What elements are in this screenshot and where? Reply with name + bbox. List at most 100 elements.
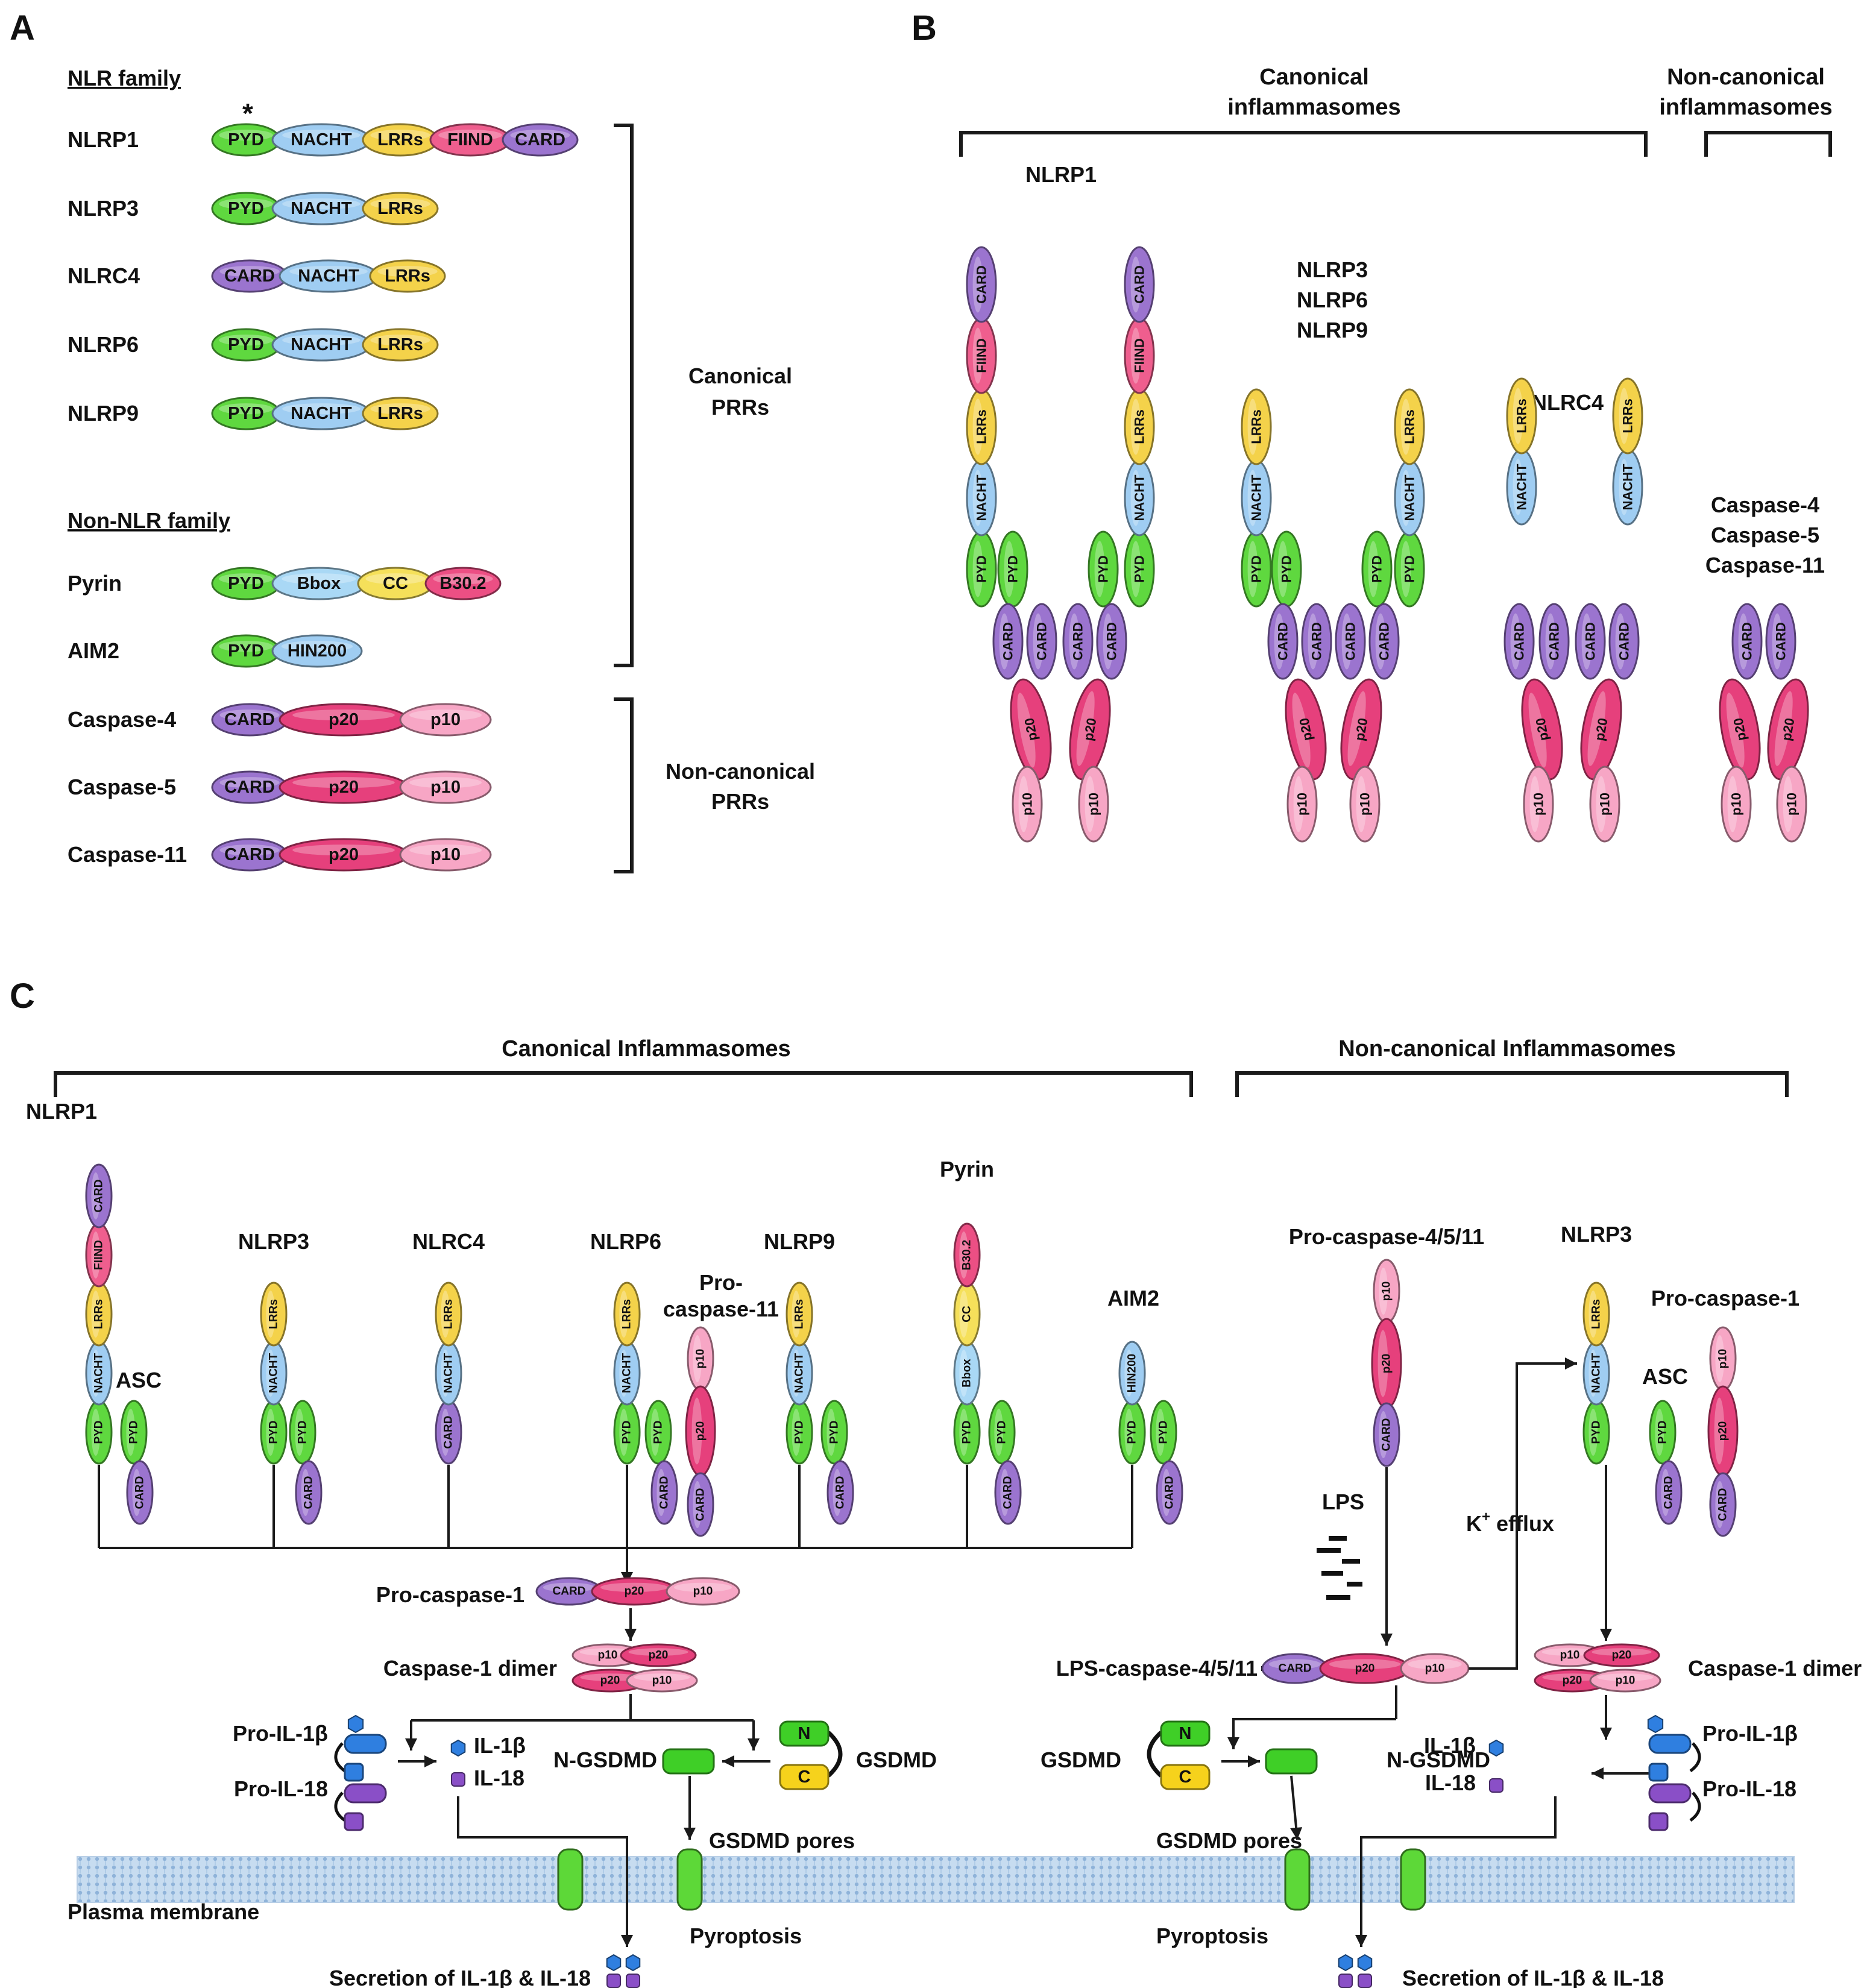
c-gsdmd-label: GSDMD bbox=[856, 1747, 937, 1772]
domain-label: p10 bbox=[1729, 793, 1744, 816]
domain-lrrs: LRRs bbox=[786, 1282, 813, 1347]
domain-card: CARD bbox=[1261, 1653, 1329, 1684]
domain-label: CARD bbox=[1381, 1418, 1393, 1452]
protein-name: NLRP3 bbox=[68, 196, 139, 221]
domain-label: PYD bbox=[1006, 555, 1021, 582]
domain-nacht: NACHT bbox=[279, 259, 379, 293]
b-canonical-header-2: inflammasomes bbox=[1227, 95, 1400, 120]
domain-p20: p20 bbox=[1580, 678, 1622, 781]
domain-p20: p20 bbox=[685, 1385, 716, 1477]
domain-p20: p20 bbox=[1340, 678, 1382, 781]
domain-label: CARD bbox=[1002, 1476, 1015, 1509]
canonical-prrs-label-1: Canonical bbox=[688, 363, 792, 388]
domain-card: CARD bbox=[535, 1577, 603, 1606]
domain-label: NACHT bbox=[93, 1353, 105, 1393]
panel-b: B Canonical inflammasomes Non-canonical … bbox=[912, 8, 1833, 843]
domain-card: CARD bbox=[1026, 603, 1057, 680]
domain-label: LRRs bbox=[1132, 409, 1147, 444]
arrow-nc-pro-il-to-mature bbox=[1592, 1767, 1654, 1779]
domain-fiind: FIIND bbox=[1124, 317, 1155, 394]
domain-label: FIIND bbox=[93, 1240, 105, 1270]
domain-lrrs: LRRs bbox=[369, 259, 446, 293]
nc-gsdmd-label: GSDMD bbox=[1041, 1747, 1121, 1772]
arrow-to-gsdmd-cleavage bbox=[748, 1720, 760, 1751]
b-noncanonical-bracket bbox=[1704, 131, 1832, 157]
domain-label: CARD bbox=[974, 265, 989, 304]
domain-label: PYD bbox=[228, 641, 264, 661]
domain-label: p20 bbox=[649, 1649, 669, 1662]
pro-cytokine-icon bbox=[1648, 1783, 1701, 1831]
protein-name: Caspase-11 bbox=[68, 842, 187, 867]
c-nlrc4-label: NLRC4 bbox=[412, 1229, 485, 1254]
arrow-k-efflux-to-nlrp3 bbox=[1469, 1357, 1577, 1670]
domain-nacht: NACHT bbox=[435, 1341, 462, 1406]
domain-label: LRRs bbox=[385, 266, 430, 286]
domain-nacht: NACHT bbox=[1612, 448, 1643, 526]
domain-label: CARD bbox=[224, 778, 275, 797]
domain-lrrs: LRRs bbox=[260, 1282, 288, 1347]
c-caspase1-dimer-label: Caspase-1 dimer bbox=[383, 1656, 557, 1681]
domain-card: CARD bbox=[1709, 1472, 1737, 1537]
b-caspase11-label: Caspase-11 bbox=[1705, 553, 1825, 577]
domain-card: CARD bbox=[1373, 1402, 1400, 1467]
secreted-il1b-icon bbox=[1357, 1954, 1373, 1972]
domain-lrrs: LRRs bbox=[1582, 1282, 1610, 1347]
asc-card: CARD bbox=[295, 1460, 323, 1525]
lps-mark bbox=[1321, 1571, 1343, 1576]
domain-label: NACHT bbox=[793, 1353, 806, 1393]
domain-label: p10 bbox=[693, 1585, 713, 1598]
nc-n-gsdmd-icon bbox=[1265, 1748, 1318, 1775]
domain-label: PYD bbox=[228, 335, 264, 354]
asc-card: CARD bbox=[1156, 1460, 1183, 1525]
domain-p10: p10 bbox=[1286, 766, 1318, 843]
domain-b30-2: B30.2 bbox=[424, 567, 502, 600]
domain-label: p10 bbox=[430, 845, 461, 864]
protein-name: NLRP6 bbox=[68, 332, 139, 357]
asc-pyd: PYD bbox=[1088, 530, 1119, 608]
domain-label: CARD bbox=[1276, 622, 1291, 661]
nc-il18-icon bbox=[1489, 1778, 1503, 1793]
domain-lrrs: LRRs bbox=[1241, 388, 1272, 465]
domain-lrrs: LRRs bbox=[362, 123, 439, 157]
domain-label: p10 bbox=[652, 1675, 672, 1687]
domain-card: CARD bbox=[211, 838, 288, 872]
domain-label: PYD bbox=[1590, 1420, 1603, 1444]
domain-card: CARD bbox=[966, 246, 997, 323]
domain-label: CARD bbox=[1309, 622, 1324, 661]
pro-cytokine-icon bbox=[334, 1783, 387, 1831]
gsdmd-c-text: C bbox=[1179, 1767, 1192, 1787]
domain-nacht: NACHT bbox=[271, 123, 371, 157]
domain-label: Bbox bbox=[961, 1359, 974, 1388]
domain-p20: p20 bbox=[279, 838, 409, 872]
domain-pyd: PYD bbox=[85, 1400, 113, 1465]
domain-p10: p10 bbox=[1349, 766, 1381, 843]
domain-label: LRRs bbox=[1620, 398, 1636, 433]
domain-label: PYD bbox=[1657, 1420, 1669, 1444]
c-il1b-label: IL-1β bbox=[474, 1733, 526, 1758]
c-pro-caspase1-label: Pro-caspase-1 bbox=[376, 1582, 524, 1607]
domain-label: FIIND bbox=[1132, 338, 1147, 373]
domain-label: LRRs bbox=[377, 335, 423, 354]
domain-label: NACHT bbox=[621, 1353, 634, 1393]
b-nlrp3-label: NLRP3 bbox=[1297, 257, 1368, 282]
domain-lrrs: LRRs bbox=[966, 388, 997, 465]
asc-pyd: PYD bbox=[1361, 530, 1393, 608]
gsdmd-pore bbox=[1400, 1848, 1426, 1911]
domain-label: CC bbox=[383, 574, 408, 593]
domain-pyd: PYD bbox=[1394, 530, 1425, 608]
domain-hin200: HIN200 bbox=[1118, 1341, 1146, 1406]
domain-p20: p20 bbox=[1010, 678, 1052, 781]
domain-label: CARD bbox=[834, 1476, 847, 1509]
domain-nacht: NACHT bbox=[271, 397, 371, 430]
domain-label: p20 bbox=[1563, 1675, 1582, 1687]
nc-pyroptosis-label: Pyroptosis bbox=[1156, 1924, 1268, 1948]
c-nlrp1-label: NLRP1 bbox=[26, 1099, 97, 1124]
c-canonical-header: Canonical Inflammasomes bbox=[502, 1036, 790, 1062]
domain-label: PYD bbox=[93, 1420, 105, 1444]
domain-p10: p10 bbox=[687, 1326, 714, 1391]
panel-label-c: C bbox=[10, 977, 35, 1016]
nc-lps-label: LPS bbox=[1322, 1489, 1364, 1514]
